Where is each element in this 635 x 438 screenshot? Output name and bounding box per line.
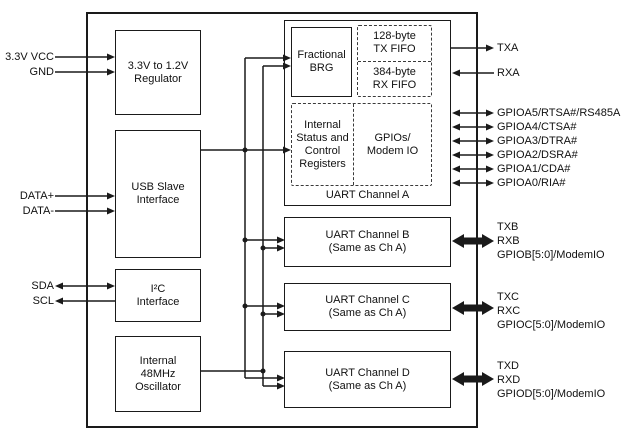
pin-label-rxc: RXC xyxy=(497,305,521,317)
gpio-modem-cell: GPIOs/ Modem IO xyxy=(366,131,419,157)
pin-label-gpioa3: GPIOA3/DTRA# xyxy=(497,135,578,147)
fifo-block: 128-byte TX FIFO 384-byte RX FIFO xyxy=(357,25,432,97)
pin-label-txc: TXC xyxy=(497,291,519,303)
pin-label-data-plus: DATA+ xyxy=(19,190,54,202)
pin-label-gpioc: GPIOC[5:0]/ModemIO xyxy=(497,319,606,331)
rx-fifo-cell: 384-byte RX FIFO xyxy=(372,65,417,91)
pin-label-scl: SCL xyxy=(32,295,54,307)
oscillator-block: Internal 48MHz Oscillator xyxy=(115,336,201,412)
pin-label-vcc: 3.3V VCC xyxy=(5,51,54,63)
regulator-block: 3.3V to 1.2V Regulator xyxy=(115,30,201,115)
uart-channel-c-block: UART Channel C (Same as Ch A) xyxy=(284,283,451,331)
tx-fifo-cell: 128-byte TX FIFO xyxy=(358,26,431,62)
pin-label-gpioa4: GPIOA4/CTSA# xyxy=(497,121,577,133)
chip-outline xyxy=(86,12,478,428)
fractional-brg-block: Fractional BRG xyxy=(291,27,352,97)
uart-channel-d-block: UART Channel D (Same as Ch A) xyxy=(284,351,451,408)
uart-channel-a-label: UART Channel A xyxy=(325,189,410,201)
pin-label-rxa: RXA xyxy=(497,67,520,79)
usb-slave-interface-block: USB Slave Interface xyxy=(115,130,201,258)
status-gpio-block: Internal Status and Control Registers GP… xyxy=(291,103,432,186)
pin-label-rxb: RXB xyxy=(497,235,520,247)
pin-label-txa: TXA xyxy=(497,42,519,54)
pin-label-gpiob: GPIOB[5:0]/ModemIO xyxy=(497,249,605,261)
pin-label-sda: SDA xyxy=(31,280,54,292)
pin-label-gpiod: GPIOD[5:0]/ModemIO xyxy=(497,388,606,400)
pin-label-gpioa1: GPIOA1/CDA# xyxy=(497,163,571,175)
pin-label-gpioa0: GPIOA0/RIA# xyxy=(497,177,566,189)
pin-label-txb: TXB xyxy=(497,221,519,233)
pin-label-txd: TXD xyxy=(497,360,519,372)
pin-label-gpioa2: GPIOA2/DSRA# xyxy=(497,149,578,161)
pin-label-rxd: RXD xyxy=(497,374,521,386)
pin-label-gpioa5: GPIOA5/RTSA#/RS485A xyxy=(497,107,621,119)
pin-label-gnd: GND xyxy=(29,66,54,78)
i2c-interface-block: I²C Interface xyxy=(115,269,201,322)
uart-channel-b-block: UART Channel B (Same as Ch A) xyxy=(284,217,451,267)
status-registers-cell: Internal Status and Control Registers xyxy=(292,104,354,185)
pin-label-data-minus: DATA- xyxy=(22,205,54,217)
